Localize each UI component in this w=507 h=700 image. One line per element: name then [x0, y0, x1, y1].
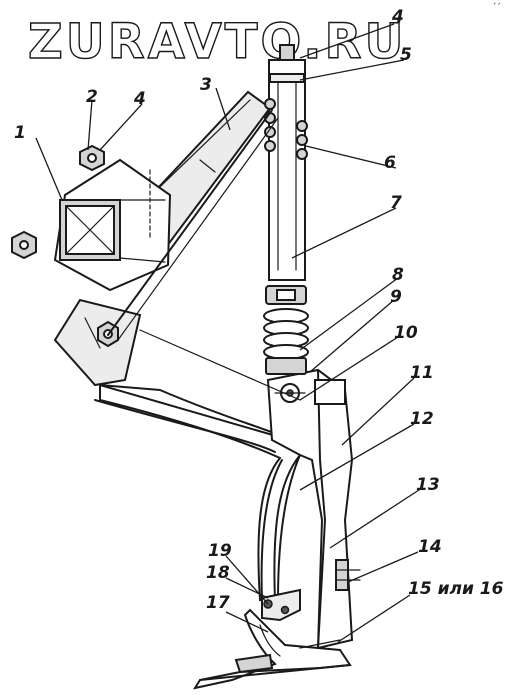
callout-5: 5 [400, 45, 412, 65]
callout-labels: 1 2 3 4 4 5 6 7 8 9 10 11 12 13 14 15 ил… [14, 7, 504, 613]
clamp-bracket [53, 158, 172, 292]
callout-13: 13 [416, 475, 440, 495]
upright-post [266, 368, 354, 650]
callout-18: 18 [206, 563, 230, 583]
callout-11: 11 [410, 363, 434, 383]
rod-top-bolt [279, 44, 295, 61]
callout-15-or-16: 15 или 16 [408, 579, 504, 599]
rod-collar [265, 285, 307, 305]
callout-4b: 4 [391, 7, 404, 27]
callout-4a: 4 [133, 89, 146, 109]
callout-6: 6 [384, 153, 396, 173]
clamp-block [314, 379, 346, 405]
callout-9: 9 [390, 287, 402, 307]
corner-mark: ´´ [492, 2, 501, 13]
callout-17: 17 [206, 593, 230, 613]
callout-10: 10 [394, 323, 418, 343]
rod-tube [268, 59, 306, 281]
tension-rod [268, 44, 306, 281]
callout-7: 7 [390, 193, 402, 213]
compression-spring [263, 308, 309, 375]
share-assembly [192, 588, 352, 690]
share-tip [234, 653, 274, 674]
clamp-nut-top [79, 144, 105, 172]
callout-14: 14 [418, 537, 442, 557]
clamp-nut-left [11, 230, 37, 260]
beam-plate [53, 298, 142, 387]
callout-12: 12 [410, 409, 434, 429]
link-rod [107, 109, 273, 336]
locking-nuts [264, 98, 308, 160]
callout-3: 3 [200, 75, 212, 95]
leader-lines [35, 23, 423, 643]
watermark-text: ZURAVTO.RU [28, 14, 406, 70]
rod-washer [269, 73, 305, 83]
callout-8: 8 [392, 265, 404, 285]
share-holder [261, 588, 301, 622]
callout-1: 1 [14, 123, 26, 143]
callout-19: 19 [208, 541, 232, 561]
tine-shank [94, 383, 302, 601]
callout-2: 2 [86, 87, 98, 107]
share-bolt-lower [280, 605, 290, 615]
adjust-bolt [335, 559, 361, 591]
